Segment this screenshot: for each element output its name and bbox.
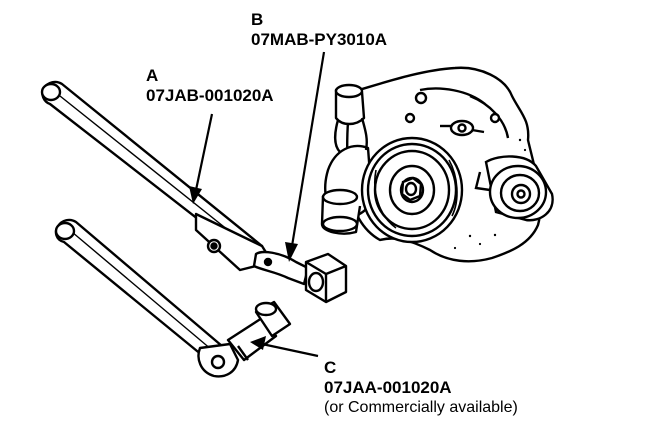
holder-attachment-b bbox=[252, 250, 348, 304]
callout-c-letter: C bbox=[324, 358, 337, 377]
arrowheads bbox=[189, 186, 298, 350]
callout-c: C 07JAA-001020A (or Commercially availab… bbox=[324, 358, 518, 417]
crankshaft-pulley bbox=[360, 136, 464, 244]
pump-housing bbox=[320, 83, 374, 235]
callout-b-letter: B bbox=[251, 10, 264, 29]
callout-a: A 07JAB-001020A bbox=[146, 66, 274, 106]
callout-b: B 07MAB-PY3010A bbox=[251, 10, 387, 50]
holder-handle-a bbox=[40, 80, 274, 272]
callout-c-note: (or Commercially available) bbox=[324, 399, 518, 416]
callout-b-part-number: 07MAB-PY3010A bbox=[251, 30, 388, 49]
arrowhead-a bbox=[189, 186, 202, 204]
arrow-c bbox=[261, 342, 319, 358]
callout-a-part-number: 07JAB-001020A bbox=[146, 86, 274, 105]
arrowhead-b bbox=[285, 242, 298, 262]
arrow-a bbox=[194, 113, 214, 191]
callout-a-letter: A bbox=[146, 66, 159, 85]
arrowhead-c bbox=[250, 336, 266, 350]
idler-pulley bbox=[474, 155, 554, 222]
arrow-b bbox=[290, 51, 326, 247]
leader-arrows bbox=[194, 51, 326, 358]
callout-c-part-number: 07JAA-001020A bbox=[324, 378, 452, 397]
breaker-bar-c bbox=[54, 218, 292, 378]
